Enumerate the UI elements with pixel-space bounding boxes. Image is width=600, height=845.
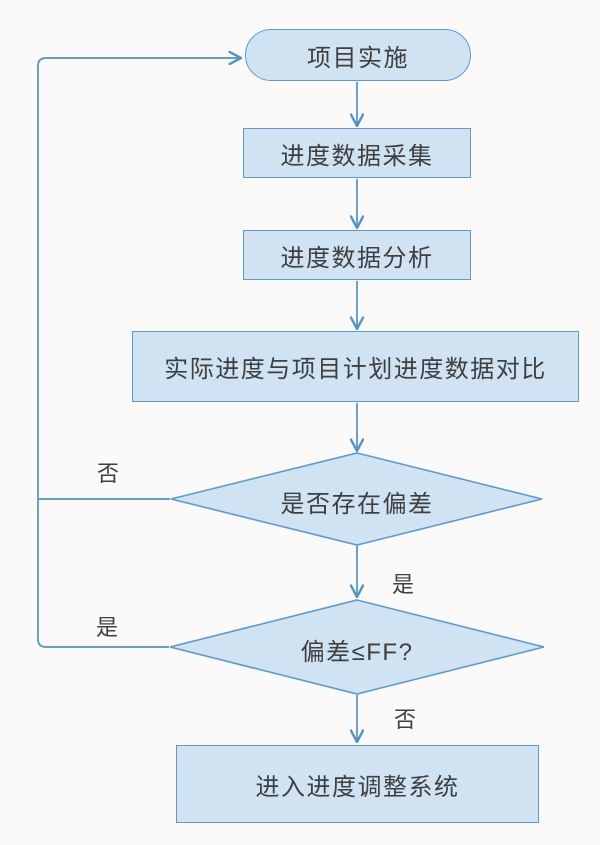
edge-label-deviation-within-ff-no: 否 [393,707,416,732]
node-compare-label: 实际进度与项目计划进度数据对比 [164,356,547,383]
node-analyze-label: 进度数据分析 [280,244,434,272]
node-has-deviation-label: 是否存在偏差 [280,491,434,518]
diamond-deviation-within-ff [169,599,545,695]
edge-label-deviation-within-ff-yes: 是 [95,615,118,640]
node-start: 项目实施 [245,29,471,81]
node-collect: 进度数据采集 [243,128,471,178]
node-collect-label: 进度数据采集 [280,142,434,170]
diamond-has-deviation [170,452,543,546]
node-analyze: 进度数据分析 [243,230,471,280]
node-compare: 实际进度与项目计划进度数据对比 [132,331,579,402]
node-start-label: 项目实施 [307,44,409,72]
edge-deviation-within-ff-yes-loop [37,50,243,648]
node-adjust: 进入进度调整系统 [176,745,539,823]
edge-label-has-deviation-no: 否 [96,461,119,486]
node-adjust-label: 进入进度调整系统 [255,773,460,801]
node-deviation-within-ff-label: 偏差≤FF? [300,639,414,666]
edge-label-has-deviation-yes: 是 [391,572,414,597]
